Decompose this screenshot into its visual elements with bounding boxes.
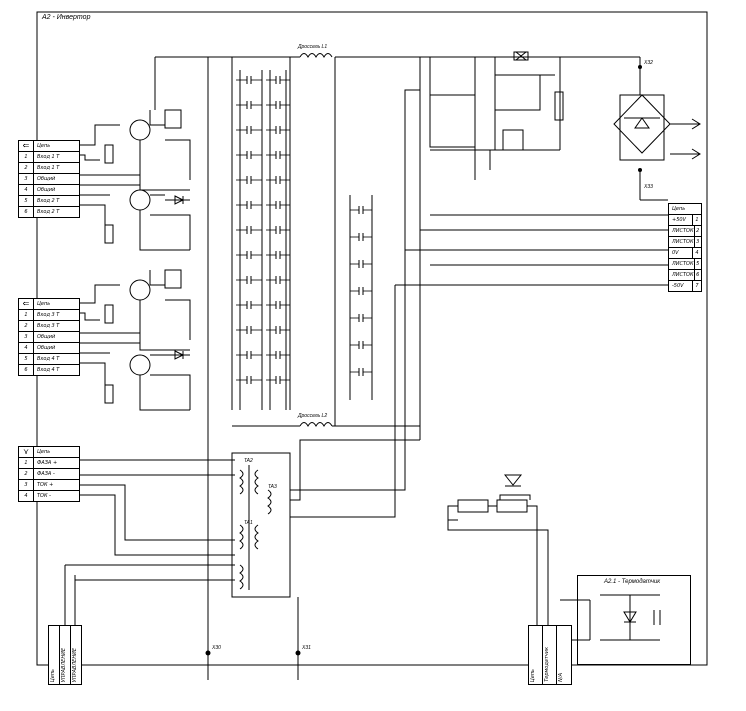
choke-l2: [299, 422, 333, 428]
xp2-pin-label: Вход 4 Т: [37, 356, 60, 362]
xs1-pin-label: ЛИСТОК: [672, 239, 694, 245]
xp2-pin: 5: [19, 354, 34, 364]
xp1-pin-label: Вход 1 Т: [37, 154, 60, 160]
led-diode: [503, 474, 523, 486]
xp4-col: Цепь: [50, 668, 56, 682]
xp2-pin-label: Общий: [37, 345, 56, 351]
xs1-header-label: Цепь: [672, 206, 686, 212]
connector-xp4: Цепь УПРАВЛЕНИЕ УПРАВЛЕНИЕ: [48, 625, 82, 685]
xp2-pin: 6: [19, 365, 34, 375]
xp2-pin-label: Общий: [37, 334, 56, 340]
xp1-pin-label: Общий: [37, 176, 56, 182]
xp4-col: УПРАВЛЕНИЕ: [72, 647, 78, 682]
xp3-pin: 3: [19, 480, 34, 490]
transformer-ta3-label: TA3: [268, 484, 277, 490]
xs5-col: Цепь: [530, 668, 536, 682]
xs1-pin: 6: [693, 270, 701, 280]
xp1-pin: 6: [19, 207, 34, 217]
xp3-pin: 2: [19, 469, 34, 479]
xp2-pin: 2: [19, 321, 34, 331]
resistor-r1: [104, 144, 114, 164]
xp1-pin: 2: [19, 163, 34, 173]
xp3-pin: 1: [19, 458, 34, 468]
transformer-ta2-label: TA2: [244, 458, 253, 464]
thermo-title: А2.1 - Термодатчик: [604, 579, 661, 585]
transformer-ta1-label: TA1: [244, 520, 253, 526]
xs5-col: N/A: [558, 673, 564, 682]
xp1-pin: 3: [19, 174, 34, 184]
xs1-pin-label: +50V: [672, 217, 686, 223]
xs1-pin: 2: [693, 226, 701, 236]
xs5-col: Термодатчик: [544, 647, 550, 682]
transformer-ta: [231, 452, 291, 598]
xp1-pin-label: Общий: [37, 187, 56, 193]
capacitor-bank: [239, 70, 287, 410]
xp3-pin-label: ТОК +: [37, 482, 54, 488]
thermo-sensor-box: А2.1 - Термодатчик: [577, 575, 691, 665]
xp1-pin-label: Вход 1 Т: [37, 165, 60, 171]
xs1-pin-label: -50V: [672, 283, 684, 289]
x31-label: X31: [302, 645, 311, 651]
xp2-pin: 3: [19, 332, 34, 342]
xp3-pin-label: ФАЗА -: [37, 471, 55, 477]
xs1-pin: 3: [693, 237, 701, 247]
xp1-pin: 1: [19, 152, 34, 162]
xp1-pin-label: Вход 2 Т: [37, 198, 60, 204]
capacitor-column-2: [350, 206, 372, 376]
xp2-pin-label: Вход 3 Т: [37, 312, 60, 318]
xp2-header-label: Цепь: [37, 301, 51, 307]
frame-title: A2 - Инвертор: [42, 14, 91, 21]
xp2-pin: 1: [19, 310, 34, 320]
xp2-header-arrow: ⇐: [19, 299, 34, 309]
xs1-pin: 1: [692, 215, 701, 225]
xp3-pin-label: ТОК -: [37, 493, 51, 499]
xp1-pin-label: Вход 2 Т: [37, 209, 60, 215]
xs1-pin-label: ЛИСТОК: [672, 228, 694, 234]
xp2-pin-label: Вход 3 Т: [37, 323, 60, 329]
xp1-pin: 4: [19, 185, 34, 195]
x33-label: X33: [644, 184, 653, 190]
xp1-header-label: Цепь: [37, 143, 51, 149]
bridge-rectifier: [613, 94, 671, 154]
xs1-pin: 4: [692, 248, 701, 258]
xp3-header-label: Цепь: [37, 449, 51, 455]
xs1-pin-label: ЛИСТОК: [672, 272, 694, 278]
xs1-pin: 5: [693, 259, 701, 269]
xp3-header-arrow: ⋎: [19, 447, 34, 457]
xp4-col: УПРАВЛЕНИЕ: [61, 647, 67, 682]
xp3-pin: 4: [19, 491, 34, 501]
xs1-pin-label: ЛИСТОК: [672, 261, 694, 267]
x32-label: X32: [644, 60, 653, 66]
x30-label: X30: [212, 645, 221, 651]
xs1-pin: 7: [692, 281, 701, 291]
choke-l1-label: Дроссель L1: [298, 44, 328, 50]
xp3-pin-label: ФАЗА +: [37, 460, 58, 466]
xp1-header-arrow: ⇐: [19, 141, 34, 151]
xp2-pin: 4: [19, 343, 34, 353]
xp2-pin-label: Вход 4 Т: [37, 367, 60, 373]
choke-l1: [299, 53, 333, 59]
xp1-pin: 5: [19, 196, 34, 206]
xs1-pin-label: 0V: [672, 250, 679, 256]
connector-xs5: Цепь Термодатчик N/A: [528, 625, 572, 685]
capacitor-grid: [236, 76, 290, 384]
choke-l2-label: Дроссель L2: [298, 413, 328, 419]
